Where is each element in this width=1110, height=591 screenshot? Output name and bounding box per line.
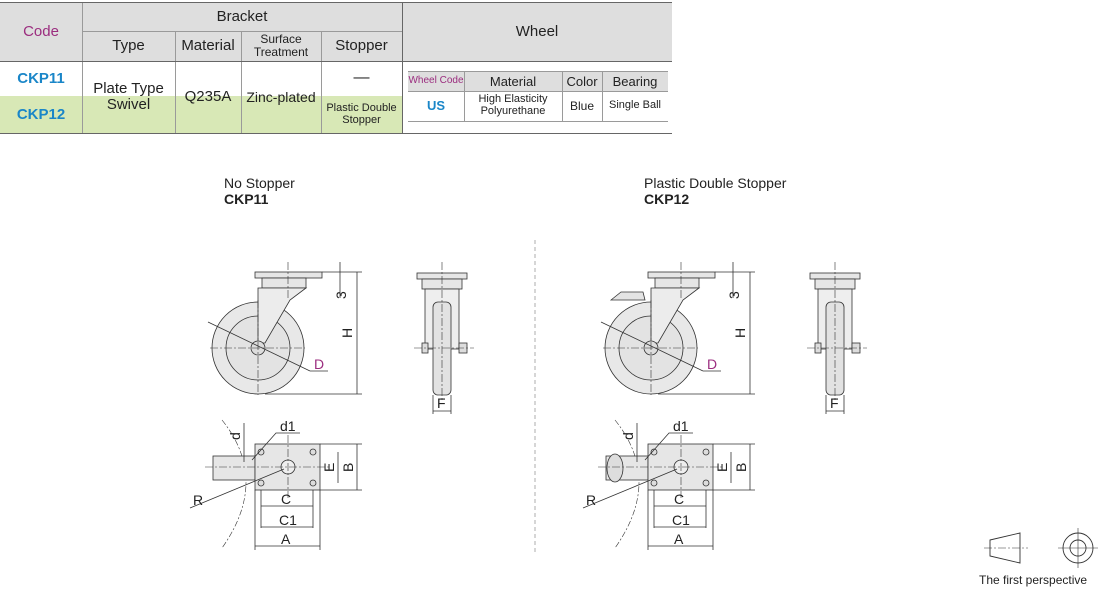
bolt-hole [702, 448, 710, 456]
bolt-hole [309, 448, 317, 456]
swivel-radius-arc [614, 419, 640, 549]
stopper-lever [609, 291, 646, 301]
dim-label-R: R [586, 492, 596, 508]
swivel-head [654, 277, 700, 289]
dim-label-C1: C1 [279, 512, 297, 528]
header-type: Type [82, 31, 175, 61]
header-material: Material [175, 31, 241, 61]
fork-top [212, 455, 256, 481]
dim-d1-leader [644, 432, 693, 461]
dim-label-H: H [732, 328, 748, 338]
dim-label-B: B [340, 463, 356, 472]
dim-label-3: 3 [726, 291, 742, 299]
header-code: Code [0, 2, 82, 61]
dim-D-line [207, 321, 311, 372]
dim-label-A: A [281, 531, 291, 547]
dim-D-line [600, 321, 704, 372]
dim-label-D: D [314, 356, 324, 372]
drawing-title-ckp12: Plastic Double Stopper [644, 175, 787, 191]
dim-d1-leader [251, 432, 300, 461]
dim-label-A: A [674, 531, 684, 547]
bolt-hole [309, 479, 317, 487]
dim-label-d: d [620, 432, 636, 440]
cell-type: Plate Type Swivel [93, 80, 164, 113]
swivel-head [261, 277, 307, 289]
projection-cone-icon [989, 532, 1021, 564]
dim-label-E: E [321, 463, 337, 472]
cell-surface: Zinc-plated [246, 88, 316, 105]
header-bracket: Bracket [82, 2, 402, 31]
dim-label-d: d [227, 432, 243, 440]
row-code-ckp11: CKP11 [17, 69, 65, 87]
dim-R-line [189, 468, 285, 509]
dim-label-B: B [733, 463, 749, 472]
drawing-code-ckp12: CKP12 [644, 191, 690, 207]
dim-label-3: 3 [333, 291, 349, 299]
wheel-bearing: Single Ball [609, 99, 661, 112]
bolt-hole [650, 448, 658, 456]
cell-stopper-ckp12: Plastic Double Stopper [326, 101, 397, 126]
bolt-hole [702, 479, 710, 487]
bolt-hole [257, 479, 265, 487]
dim-label-F: F [830, 395, 839, 411]
wheel-code: US [426, 98, 446, 114]
header-surface: Surface Treatment [241, 31, 321, 61]
dim-label-D: D [707, 356, 717, 372]
dim-label-C1: C1 [672, 512, 690, 528]
mounting-plate [647, 271, 716, 279]
dim-label-C: C [281, 491, 291, 507]
cell-material: Q235A [184, 88, 232, 106]
mounting-plate [254, 271, 323, 279]
wheel-header-material: Material [464, 72, 562, 91]
wheel-header-color: Color [562, 72, 602, 91]
header-wheel: Wheel [402, 2, 672, 61]
bolt-hole [257, 448, 265, 456]
dim-label-d1: d1 [673, 418, 689, 434]
row-code-ckp12: CKP12 [0, 96, 82, 133]
dim-R-line [582, 468, 678, 509]
wheel-color: Blue [569, 98, 595, 113]
cell-stopper-ckp11: — [353, 69, 370, 87]
dim-label-d1: d1 [280, 418, 296, 434]
dim-label-R: R [193, 492, 203, 508]
header-stopper: Stopper [321, 31, 402, 61]
dim-label-H: H [339, 328, 355, 338]
dim-label-C: C [674, 491, 684, 507]
drawing-code-ckp11: CKP11 [224, 191, 269, 207]
wheel-header-code: Wheel Code [408, 72, 464, 91]
swivel-radius-arc [221, 419, 247, 549]
wheel-material: High Elasticity Polyurethane [478, 93, 548, 117]
wheel-header-bearing: Bearing [602, 72, 668, 91]
dim-label-E: E [714, 463, 730, 472]
drawing-title-ckp11: No Stopper [224, 175, 295, 191]
bolt-hole [650, 479, 658, 487]
dim-label-F: F [437, 395, 446, 411]
projection-label: The first perspective [979, 573, 1088, 587]
stopper-top [606, 453, 624, 483]
